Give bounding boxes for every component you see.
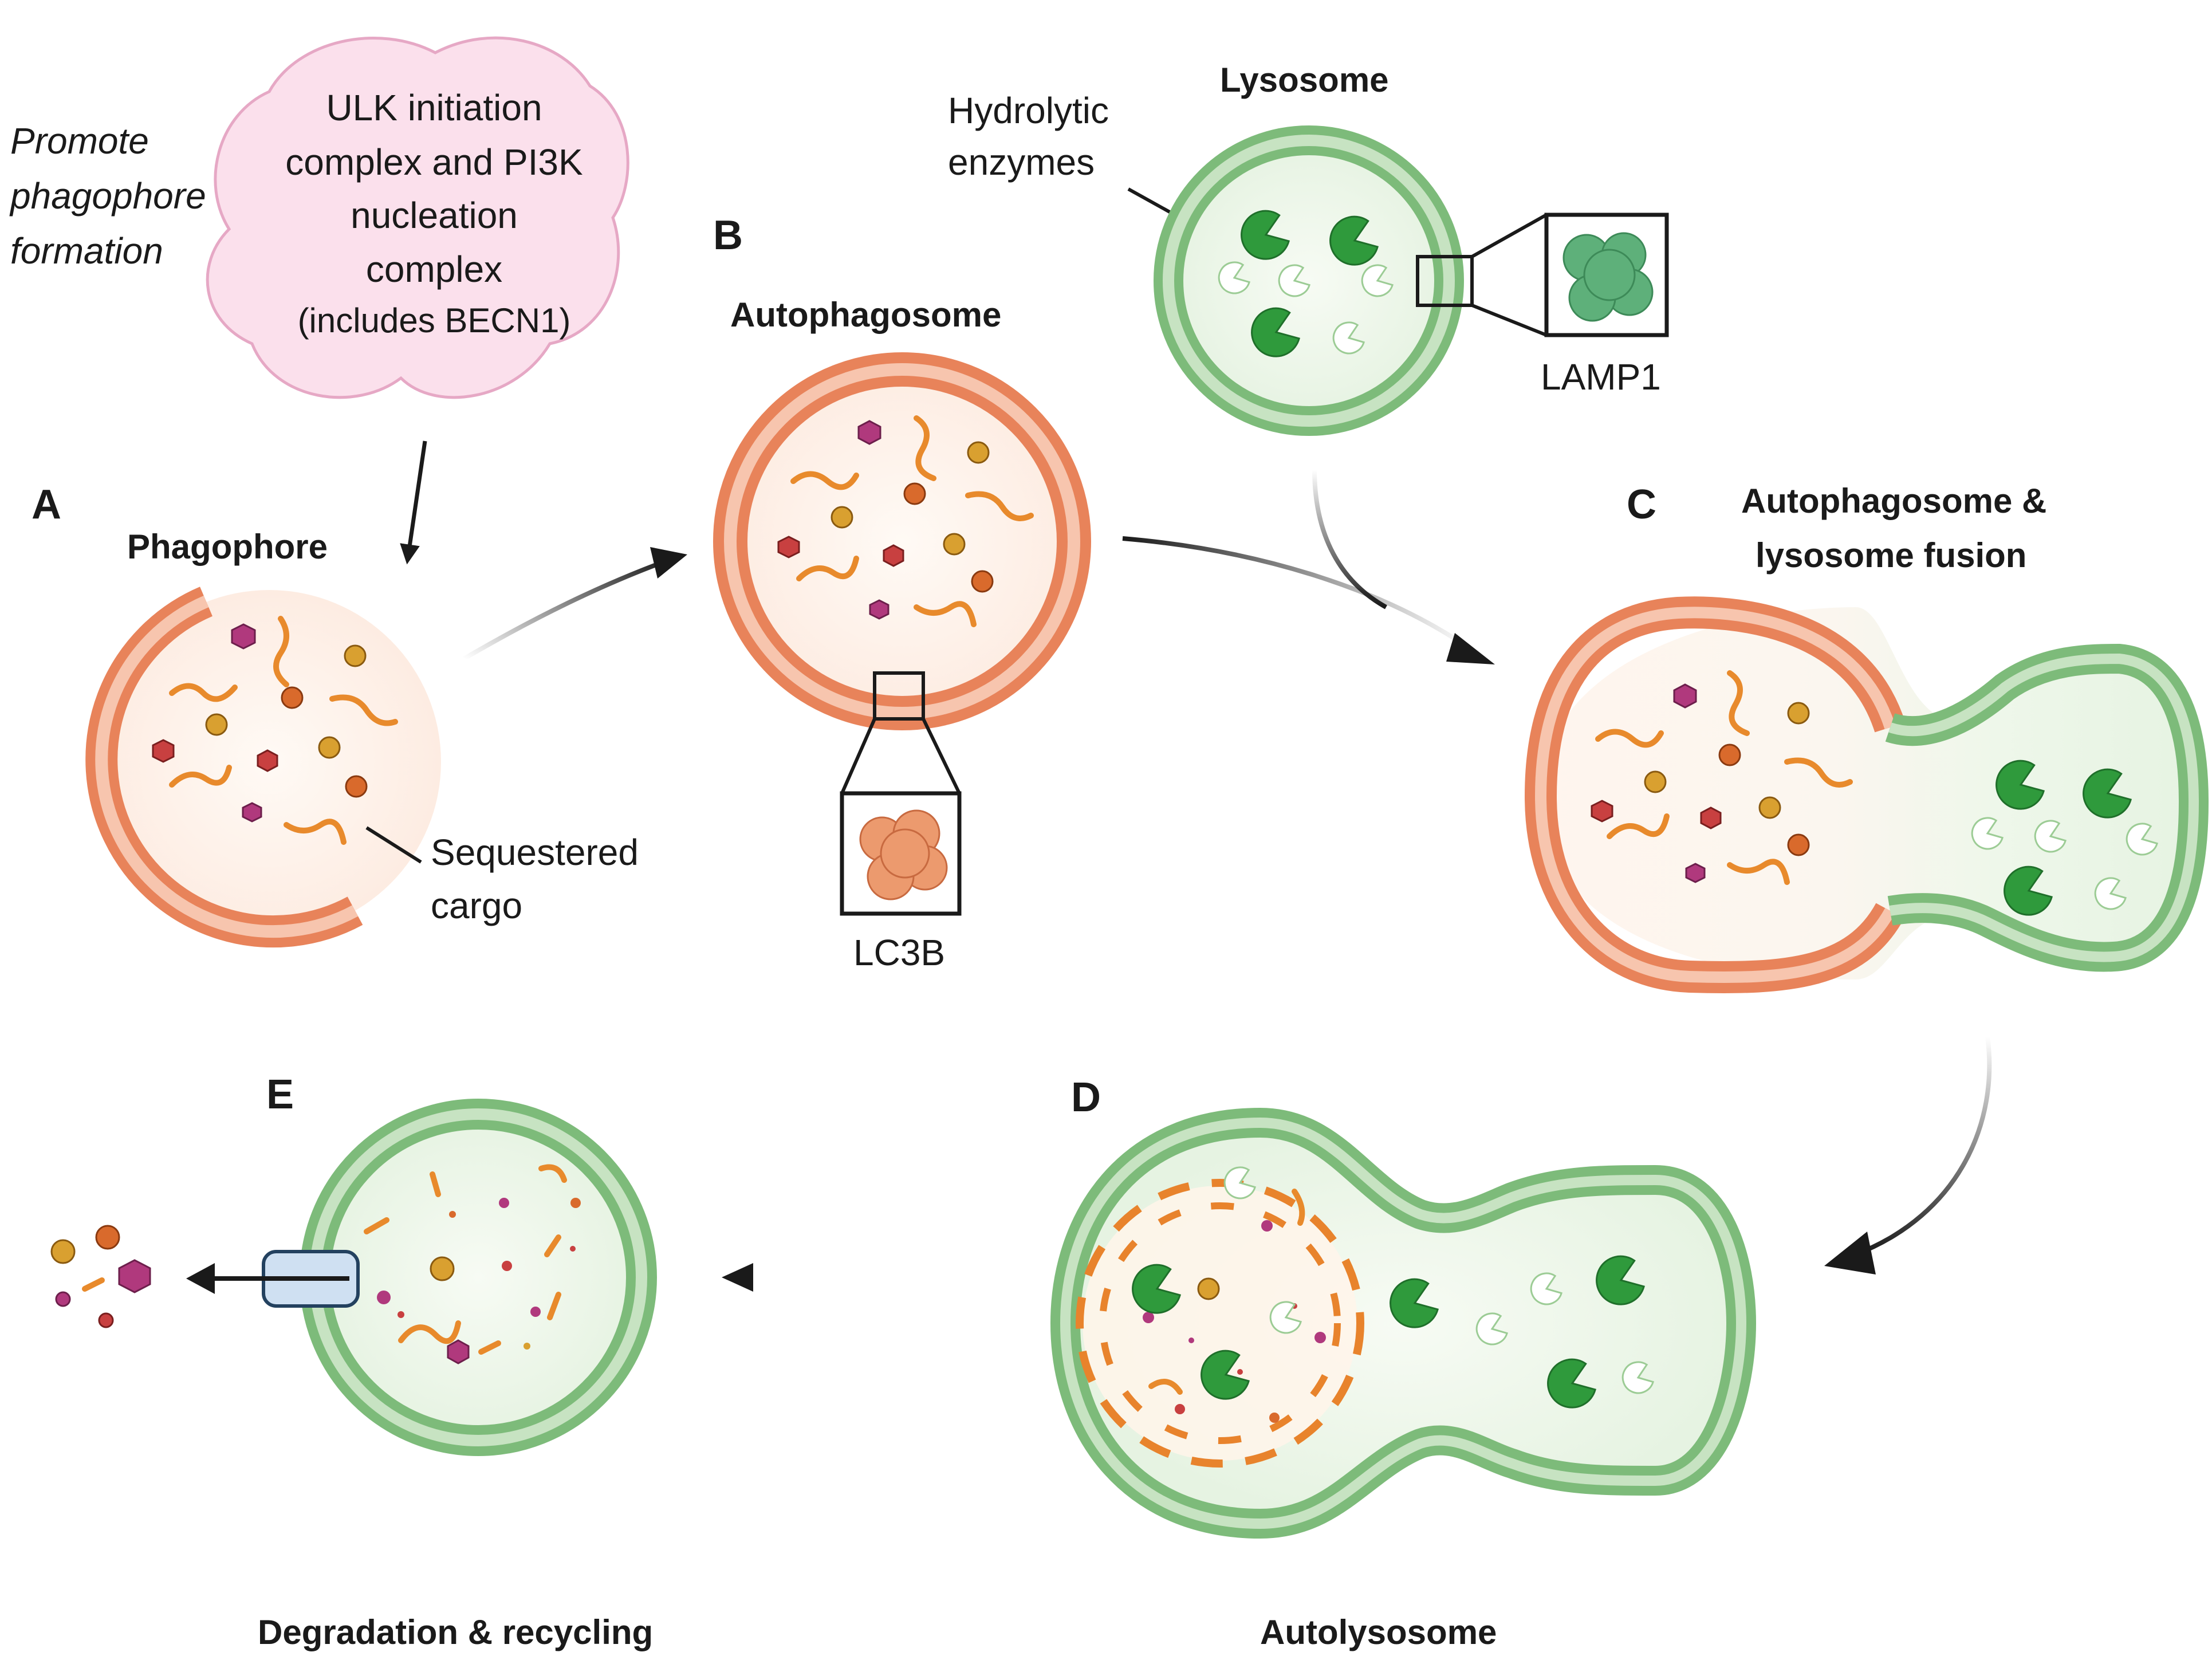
lysosome <box>1154 125 1669 436</box>
fusion-cargo <box>1591 683 1810 883</box>
phagophore-cargo <box>152 623 368 823</box>
promote-line-3: formation <box>10 230 163 272</box>
initiation-complex-text: ULK initiation complex and PI3K nucleati… <box>285 87 582 340</box>
degradation-title: Degradation & recycling <box>258 1613 653 1651</box>
cargo-label-line-2: cargo <box>431 885 522 926</box>
enzymes-label-line-1: Hydrolytic <box>948 90 1109 131</box>
arrowhead-b-c <box>1446 633 1495 664</box>
lamp1-protein <box>1562 232 1654 322</box>
promote-phagophore-label: Promote phagophore formation <box>9 120 206 272</box>
lamp1-label: LAMP1 <box>1541 356 1661 398</box>
lc3b-label: LC3B <box>853 932 945 973</box>
initiation-complex-shape <box>206 36 629 399</box>
autophagosome-cargo <box>777 420 994 620</box>
export-arrowhead <box>186 1263 215 1294</box>
autolysosome-fragments <box>1143 1220 1326 1423</box>
arrow-fusion-to-autolysosome <box>1855 1036 1992 1257</box>
fusion-vesicle <box>1524 596 2209 993</box>
arrow-phagophore-to-autophagosome <box>462 556 674 661</box>
phagophore <box>85 587 441 948</box>
arrowhead-c-d <box>1824 1232 1876 1274</box>
fusion-title-line-1: Autophagosome & <box>1741 482 2046 520</box>
cargo-label-line-1: Sequestered <box>431 832 639 873</box>
autophagosome-title: Autophagosome <box>730 296 1001 334</box>
phagophore-title: Phagophore <box>127 528 328 566</box>
complex-line-5: (includes BECN1) <box>298 301 571 340</box>
complex-line-3: nucleation <box>351 195 518 236</box>
arrowhead-a-b <box>650 547 687 579</box>
complex-line-4: complex <box>366 249 502 290</box>
panel-c-letter: C <box>1627 482 1656 528</box>
arrowhead-d-e <box>722 1263 753 1292</box>
panel-e-letter: E <box>266 1072 294 1118</box>
panel-d-letter: D <box>1071 1075 1101 1120</box>
lysosome-title: Lysosome <box>1220 61 1389 99</box>
degradation-fragments <box>377 1198 581 1364</box>
autolysosome-title: Autolysosome <box>1260 1613 1497 1651</box>
lc3b-protein <box>859 809 948 900</box>
promote-line-2: phagophore <box>9 175 206 217</box>
panel-b-letter: B <box>713 213 743 258</box>
autolysosome <box>1050 1107 1757 1539</box>
autophagosome <box>713 352 1091 916</box>
promote-line-1: Promote <box>10 120 149 162</box>
fusion-title-line-2: lysosome fusion <box>1756 536 2026 575</box>
arrow-autophagosome-to-fusion <box>1122 536 1474 652</box>
enzymes-label-line-2: enzymes <box>948 141 1095 183</box>
recycled-molecules <box>50 1225 151 1328</box>
complex-line-2: complex and PI3K <box>285 141 582 183</box>
panel-a-letter: A <box>32 482 61 528</box>
arrow-complex-to-phagophore <box>400 440 427 565</box>
degradation-lysosome <box>186 1099 657 1456</box>
complex-line-1: ULK initiation <box>326 87 542 128</box>
